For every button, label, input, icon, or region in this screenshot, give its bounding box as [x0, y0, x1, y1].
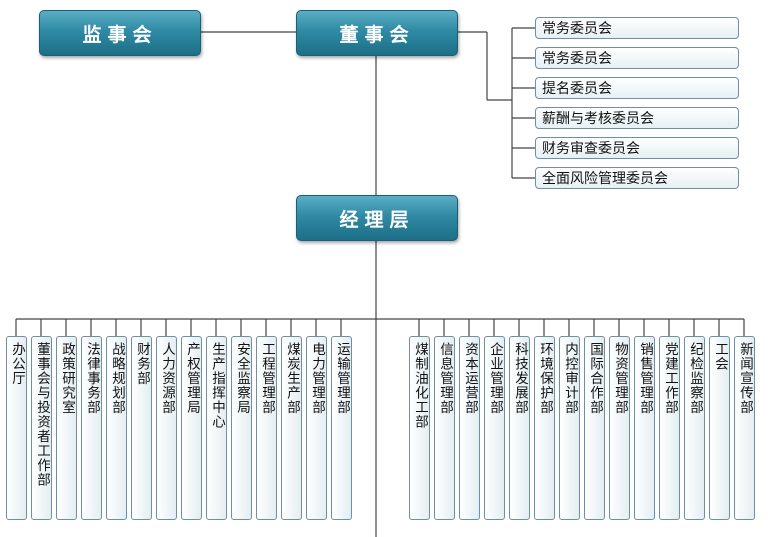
- department-label: 战略规划部: [109, 342, 125, 415]
- committee-item: 提名委员会: [535, 77, 739, 99]
- department-box: 企业管理部: [484, 336, 505, 520]
- committee-item: 常务委员会: [535, 17, 739, 39]
- department-label: 法律事务部: [84, 342, 100, 415]
- department-label: 新闻宣传部: [737, 342, 753, 415]
- department-label: 环境保护部: [537, 342, 553, 415]
- department-box: 煤炭生产部: [281, 336, 302, 520]
- department-label: 纪检监察部: [687, 342, 703, 415]
- department-box: 内控审计部: [559, 336, 580, 520]
- department-label: 安全监察局: [234, 342, 250, 415]
- committee-item: 常务委员会: [535, 47, 739, 69]
- department-label: 科技发展部: [512, 342, 528, 415]
- supervisory-board-box: 监事会: [39, 10, 201, 56]
- department-box: 信息管理部: [434, 336, 455, 520]
- department-box: 科技发展部: [509, 336, 530, 520]
- department-label: 物资管理部: [612, 342, 628, 415]
- department-label: 工程管理部: [259, 342, 275, 415]
- department-label: 电力管理部: [309, 342, 325, 415]
- department-box: 生产指挥中心: [206, 336, 227, 520]
- committee-item: 全面风险管理委员会: [535, 167, 739, 189]
- committee-item: 薪酬与考核委员会: [535, 107, 739, 129]
- department-label: 国际合作部: [587, 342, 603, 415]
- department-box: 安全监察局: [231, 336, 252, 520]
- committee-item: 财务审查委员会: [535, 137, 739, 159]
- department-box: 物资管理部: [609, 336, 630, 520]
- department-box: 办公厅: [6, 336, 27, 520]
- department-box: 董事会与投资者工作部: [31, 336, 52, 520]
- department-box: 国际合作部: [584, 336, 605, 520]
- department-label: 资本运营部: [462, 342, 478, 415]
- department-label: 运输管理部: [334, 342, 350, 415]
- department-box: 财务部: [131, 336, 152, 520]
- department-box: 党建工作部: [659, 336, 680, 520]
- department-box: 工程管理部: [256, 336, 277, 520]
- department-label: 内控审计部: [562, 342, 578, 415]
- department-label: 煤制油化工部: [412, 342, 428, 429]
- department-label: 销售管理部: [637, 342, 653, 415]
- department-label: 党建工作部: [662, 342, 678, 415]
- department-box: 资本运营部: [459, 336, 480, 520]
- department-label: 政策研究室: [59, 342, 75, 415]
- department-label: 工会: [712, 342, 728, 371]
- department-box: 政策研究室: [56, 336, 77, 520]
- department-box: 工会: [709, 336, 730, 520]
- supervisory-board-label: 监事会: [82, 23, 158, 46]
- department-label: 生产指挥中心: [209, 342, 225, 429]
- department-label: 产权管理局: [184, 342, 200, 415]
- department-label: 煤炭生产部: [284, 342, 300, 415]
- department-box: 环境保护部: [534, 336, 555, 520]
- board-of-directors-box: 董事会: [296, 10, 458, 56]
- department-label: 信息管理部: [437, 342, 453, 415]
- department-box: 电力管理部: [306, 336, 327, 520]
- management-label: 经理层: [339, 208, 415, 231]
- department-label: 办公厅: [9, 342, 25, 386]
- department-label: 董事会与投资者工作部: [34, 342, 50, 487]
- department-box: 运输管理部: [331, 336, 352, 520]
- management-box: 经理层: [296, 195, 458, 241]
- department-box: 人力资源部: [156, 336, 177, 520]
- department-label: 企业管理部: [487, 342, 503, 415]
- department-label: 财务部: [134, 342, 150, 386]
- board-of-directors-label: 董事会: [339, 23, 415, 46]
- department-box: 纪检监察部: [684, 336, 705, 520]
- department-label: 人力资源部: [159, 342, 175, 415]
- department-box: 销售管理部: [634, 336, 655, 520]
- department-box: 新闻宣传部: [734, 336, 755, 520]
- department-box: 战略规划部: [106, 336, 127, 520]
- department-box: 法律事务部: [81, 336, 102, 520]
- department-box: 煤制油化工部: [409, 336, 430, 520]
- department-box: 产权管理局: [181, 336, 202, 520]
